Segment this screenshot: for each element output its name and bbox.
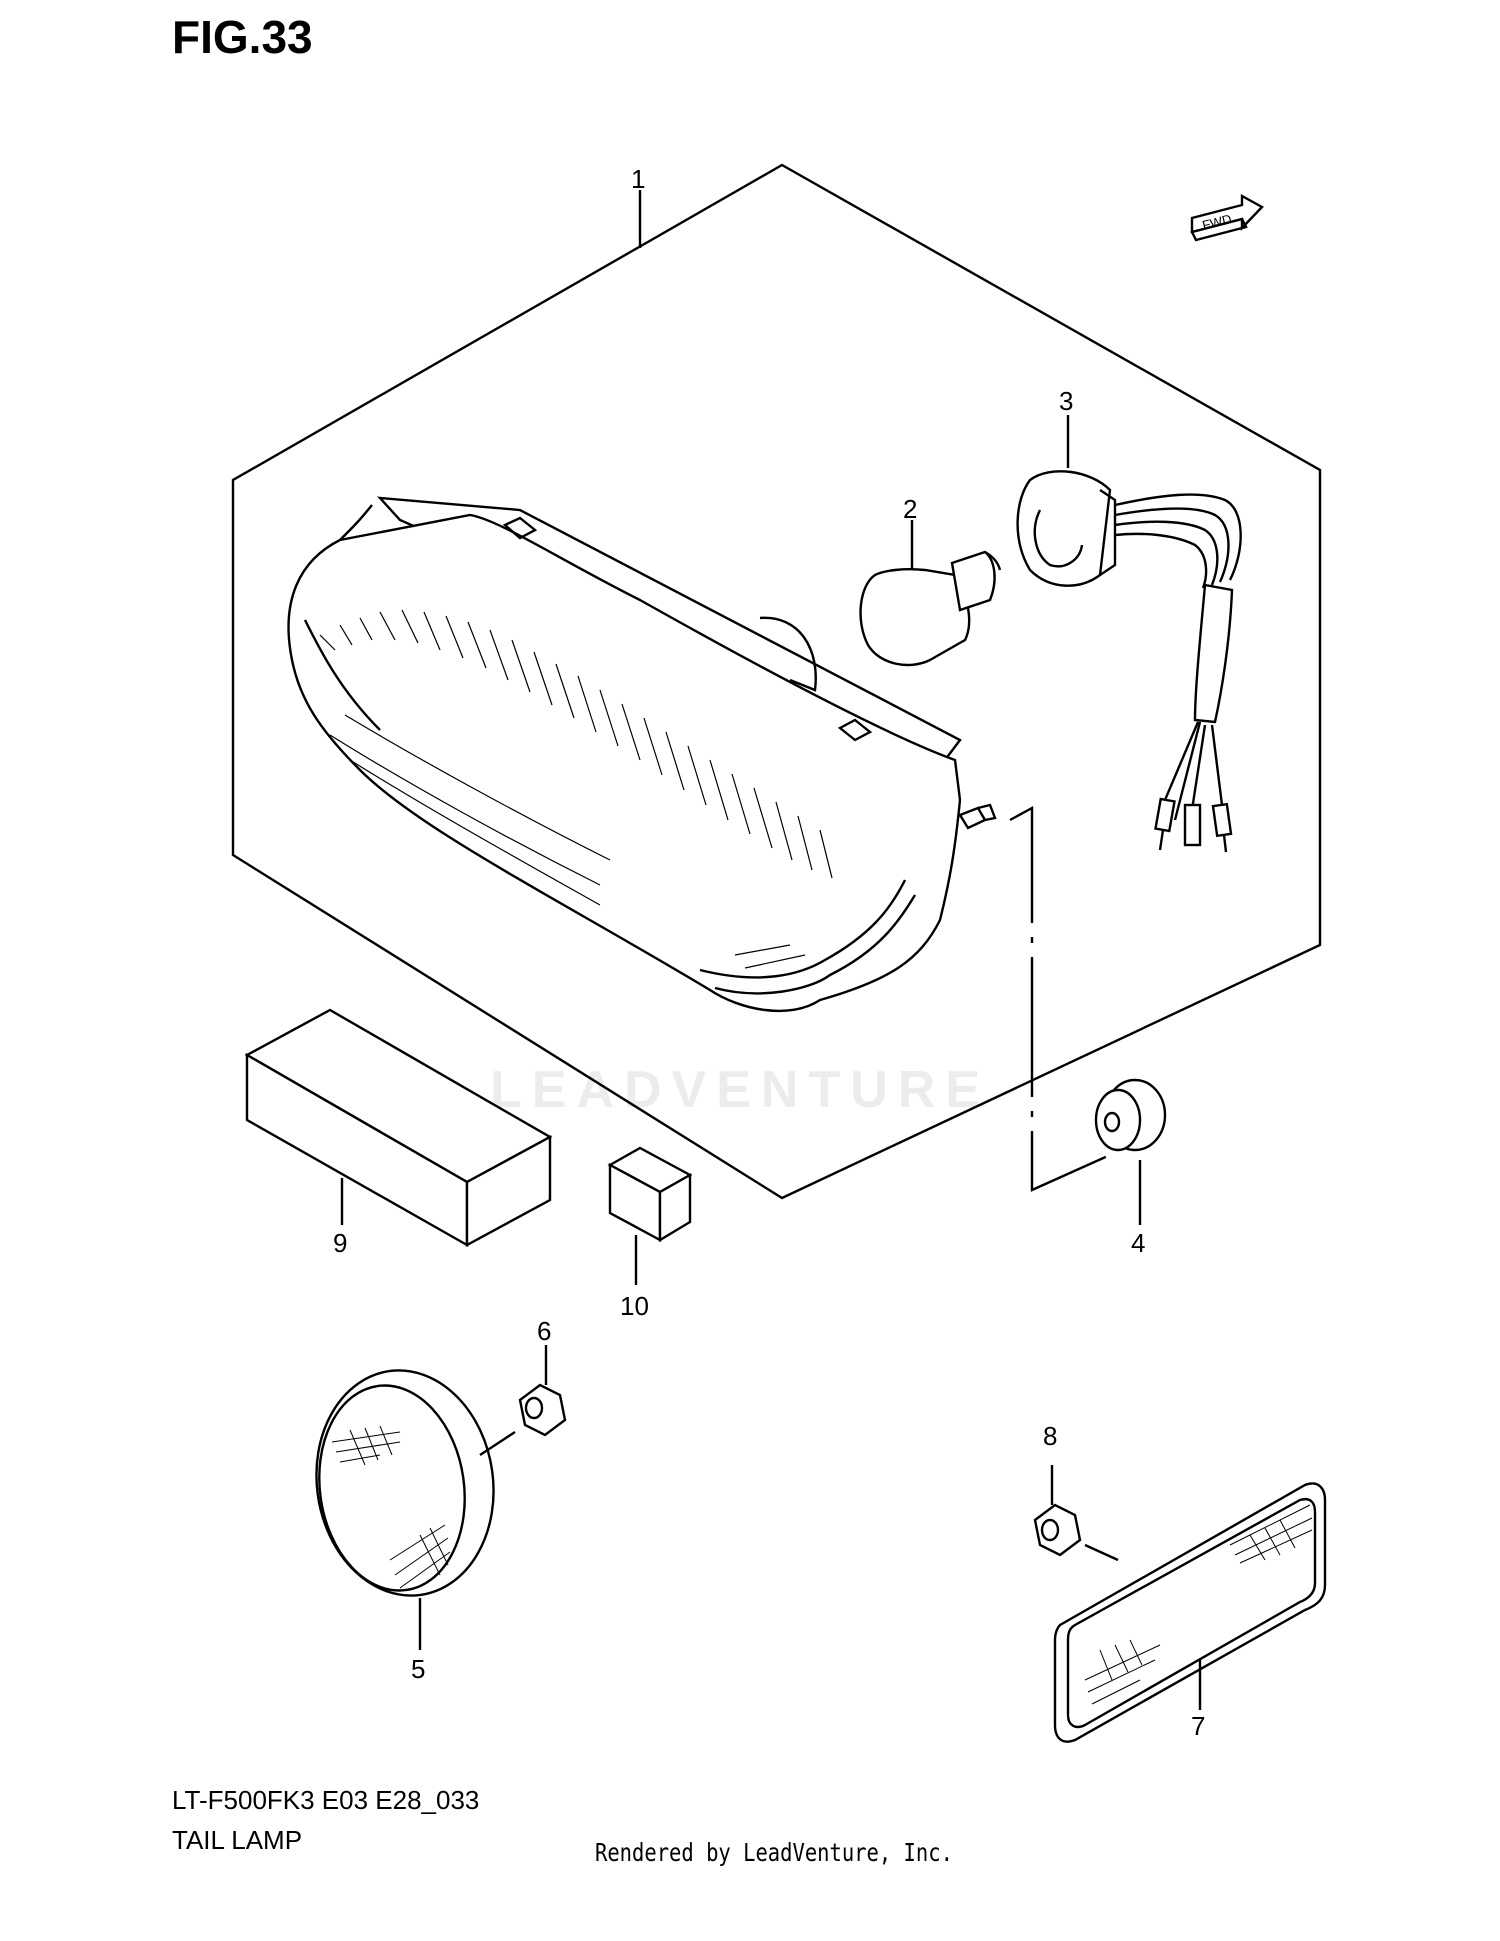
bolt-leader (1009, 805, 1111, 1192)
nut-8 (1033, 1503, 1082, 1557)
tail-lamp-housing (287, 496, 997, 1013)
callout-2[interactable]: 2 (903, 494, 917, 524)
fwd-label: FWD (1201, 211, 1233, 233)
model-code: LT-F500FK3 E03 E28_033 (172, 1785, 480, 1815)
packing-box (244, 1008, 553, 1248)
callout-7[interactable]: 7 (1191, 1711, 1205, 1741)
rect-reflector (1053, 1482, 1327, 1743)
leader-8b (1084, 1543, 1119, 1562)
leader-6b (479, 1430, 516, 1457)
assembly-outline (231, 163, 1322, 1200)
callout-4[interactable]: 4 (1131, 1228, 1145, 1258)
callout-10[interactable]: 10 (620, 1291, 649, 1321)
round-reflector (315, 1369, 495, 1597)
socket-harness (1016, 470, 1242, 853)
nut-6 (518, 1383, 567, 1437)
callout-5[interactable]: 5 (411, 1654, 425, 1684)
fwd-arrow-icon: FWD (1190, 193, 1264, 242)
callout-6[interactable]: 6 (537, 1316, 551, 1346)
callout-8[interactable]: 8 (1043, 1421, 1057, 1451)
small-box (607, 1146, 693, 1243)
grommet (1094, 1078, 1167, 1152)
callout-1[interactable]: 1 (631, 164, 645, 194)
bulb (859, 550, 1002, 667)
watermark: LEADVENTURE (490, 1061, 991, 1119)
rendered-by-credit: Rendered by LeadVenture, Inc. (595, 1838, 953, 1867)
callout-3[interactable]: 3 (1059, 386, 1073, 416)
callout-9[interactable]: 9 (333, 1228, 347, 1258)
page-name: TAIL LAMP (172, 1825, 303, 1855)
figure-title: FIG.33 (172, 11, 313, 63)
